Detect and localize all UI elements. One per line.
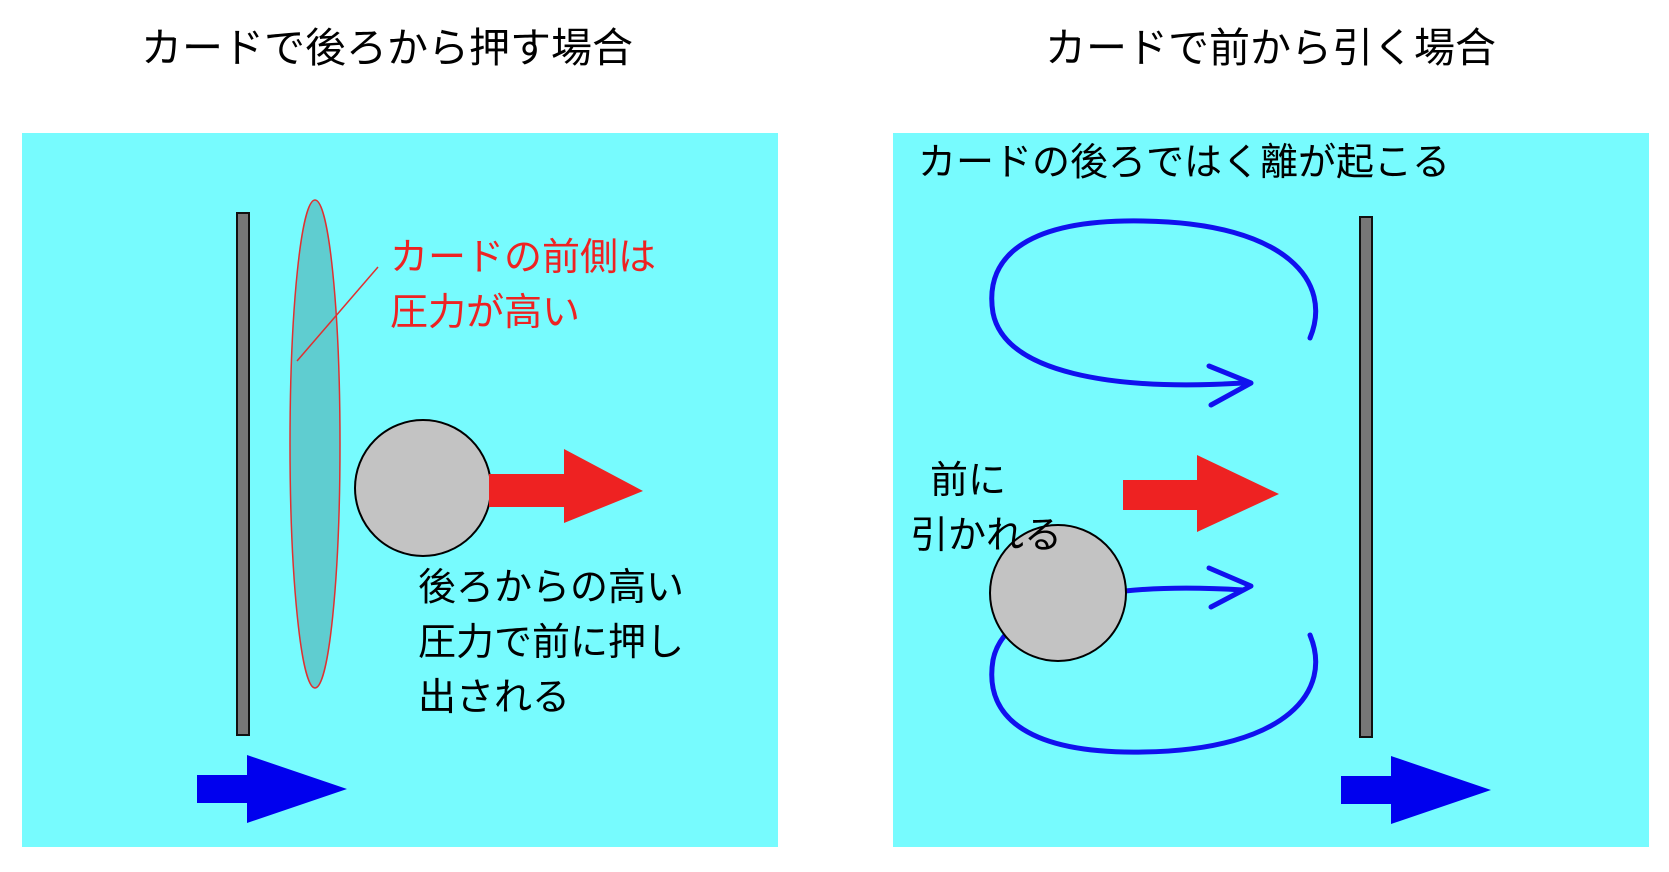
ball-force-arrow [489,449,643,523]
push-diagram-canvas [22,133,778,847]
card-motion-arrow [1341,756,1491,824]
upper-vortex [989,218,1319,388]
pull-diagram-panel: カードの後ろではく離が起こる 前に 引かれる [893,133,1649,847]
pull-label: 前に 引かれる [910,453,1062,563]
high-pressure-zone [289,199,341,689]
push-label-line-2: 圧力で前に押し [418,620,685,664]
pressure-leader-line [296,266,379,362]
pull-label-line-1: 前に [930,458,1007,502]
ball [989,524,1127,662]
pull-label-line-2: 引かれる [910,513,1063,557]
push-diagram-panel: カードの前側は 圧力が高い 後ろからの高い 圧力で前に押し 出される [22,133,778,847]
lower-vortex-arrowhead [1206,565,1254,610]
left-panel-title: カードで後ろから押す場合 [141,24,633,72]
ball-force-arrow [1123,455,1279,532]
separation-label: カードの後ろではく離が起こる [918,140,1451,184]
pressure-label: カードの前側は 圧力が高い [390,230,656,340]
pressure-label-line-1: カードの前側は [390,235,657,279]
push-label-line-1: 後ろからの高い [418,565,685,609]
card [1359,216,1373,738]
push-label: 後ろからの高い 圧力で前に押し 出される [418,560,684,725]
right-panel-title: カードで前から引く場合 [1045,24,1496,72]
ball [354,419,492,557]
upper-vortex-arrowhead [1206,363,1254,408]
pressure-label-line-2: 圧力が高い [390,290,581,334]
card [236,212,250,736]
pull-diagram-canvas [893,133,1649,847]
card-motion-arrow [197,755,347,823]
push-label-line-3: 出される [418,675,571,719]
